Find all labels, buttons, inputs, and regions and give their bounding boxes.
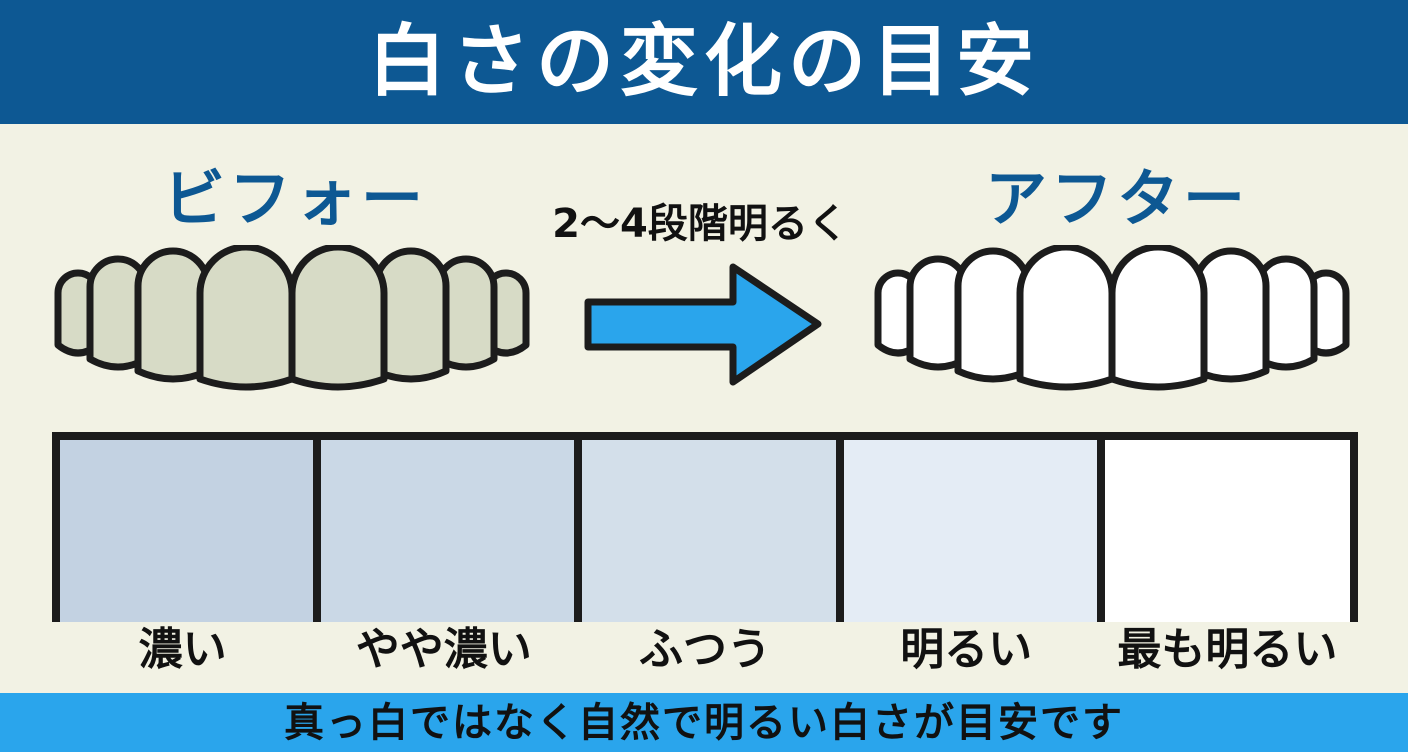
before-tooth-4 xyxy=(196,245,296,391)
footer-banner: 真っ白ではなく自然で明るい白さが目安です xyxy=(0,693,1408,752)
after-tooth-2 xyxy=(906,255,970,371)
improvement-text: 2〜4段階明るく xyxy=(552,201,848,247)
shade-label-1: 濃い xyxy=(138,624,227,675)
before-tooth-6 xyxy=(372,247,450,383)
after-tooth-3 xyxy=(954,247,1032,383)
shade-swatch-1 xyxy=(52,432,322,622)
shade-label-5: 最も明るい xyxy=(1117,624,1338,675)
shade-label-2: やや濃い xyxy=(355,624,532,675)
page-title: 白さの変化の目安 xyxy=(367,17,1040,107)
before-tooth-5 xyxy=(288,245,388,391)
after-tooth-6 xyxy=(1192,247,1270,383)
after-label: アフター xyxy=(985,162,1250,235)
shade-swatch-4 xyxy=(835,432,1105,622)
before-tooth-2 xyxy=(86,255,150,371)
after-tooth-4 xyxy=(1016,245,1116,391)
right-arrow-icon xyxy=(584,263,822,386)
after-tooth-5 xyxy=(1108,245,1208,391)
shade-label-4: 明るい xyxy=(900,624,1033,675)
shade-swatch-2 xyxy=(313,432,583,622)
shade-scale xyxy=(52,432,1358,622)
before-teeth-set xyxy=(54,245,530,391)
after-teeth-set xyxy=(874,245,1350,391)
shade-swatch-3 xyxy=(574,432,844,622)
before-tooth-3 xyxy=(134,247,212,383)
before-label: ビフォー xyxy=(163,162,428,235)
after-teeth-illustration xyxy=(874,245,1350,391)
shade-label-3: ふつう xyxy=(639,624,771,675)
footer-note: 真っ白ではなく自然で明るい白さが目安です xyxy=(284,699,1124,746)
before-teeth-illustration xyxy=(54,245,530,391)
header-banner: 白さの変化の目安 xyxy=(0,0,1408,124)
shade-swatch-5 xyxy=(1096,432,1358,622)
